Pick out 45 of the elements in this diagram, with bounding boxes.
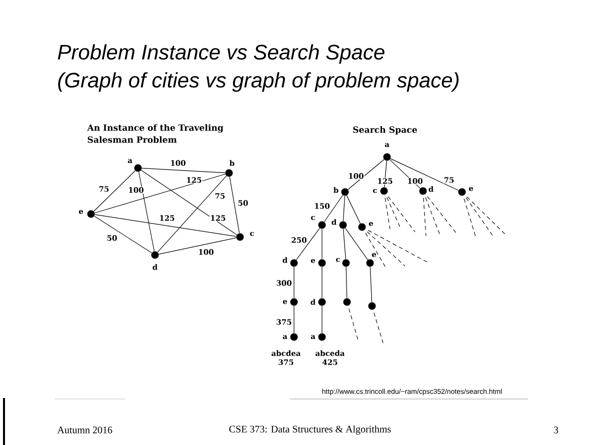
- dashed-branch: [425, 197, 440, 236]
- dashed-branch: [423, 198, 426, 236]
- edge-line: [158, 238, 236, 254]
- footer-text: CSE 373: Data Structures & Algorithms: [229, 425, 391, 435]
- edge-line: [384, 160, 387, 188]
- edge-line: [346, 195, 361, 224]
- figure-heading: Search Space: [353, 126, 417, 135]
- dashed-branch: [366, 231, 406, 266]
- dashed-branch: [386, 197, 400, 228]
- edge-line: [94, 214, 236, 237]
- slide-title: Problem Instance vs Search Space: [58, 44, 384, 64]
- edge-line: [348, 159, 384, 190]
- slide-subtitle: (Graph of cities vs graph of problem space): [58, 72, 459, 92]
- edge-line: [345, 228, 368, 260]
- edge-line: [370, 266, 372, 302]
- dashed-branch: [427, 196, 458, 234]
- footer-text: Autumn 2016: [57, 426, 112, 434]
- edge-line: [229, 176, 240, 234]
- dashed-branch: [464, 198, 476, 238]
- dashed-branch: [466, 196, 508, 236]
- dashed-branch: [466, 197, 494, 236]
- edge-line: [142, 168, 226, 174]
- edge-line: [94, 216, 152, 254]
- vertex-dot: [368, 302, 376, 310]
- edge-line: [390, 158, 459, 191]
- edge-line: [138, 172, 155, 252]
- edge-line: [390, 159, 420, 189]
- edge-line: [343, 228, 346, 260]
- edge-line: [296, 228, 320, 260]
- edge-line: [342, 196, 346, 222]
- edge-line: [324, 194, 344, 222]
- edge-line: [346, 266, 348, 298]
- vertex-dot: [343, 298, 351, 306]
- dashed-branch: [348, 308, 358, 340]
- dashed-branch: [365, 232, 386, 268]
- figure-heading: An Instance of the Traveling Salesman Problem: [87, 124, 224, 143]
- edge-line: [94, 170, 136, 212]
- page-number: 3: [554, 426, 558, 434]
- dashed-branch: [368, 230, 428, 262]
- edge-line: [157, 176, 227, 252]
- edge-line: [94, 174, 226, 214]
- dashed-branch: [374, 312, 384, 344]
- dashed-branch: [384, 198, 390, 230]
- edge-line: [140, 170, 238, 236]
- dashed-branch: [388, 196, 416, 232]
